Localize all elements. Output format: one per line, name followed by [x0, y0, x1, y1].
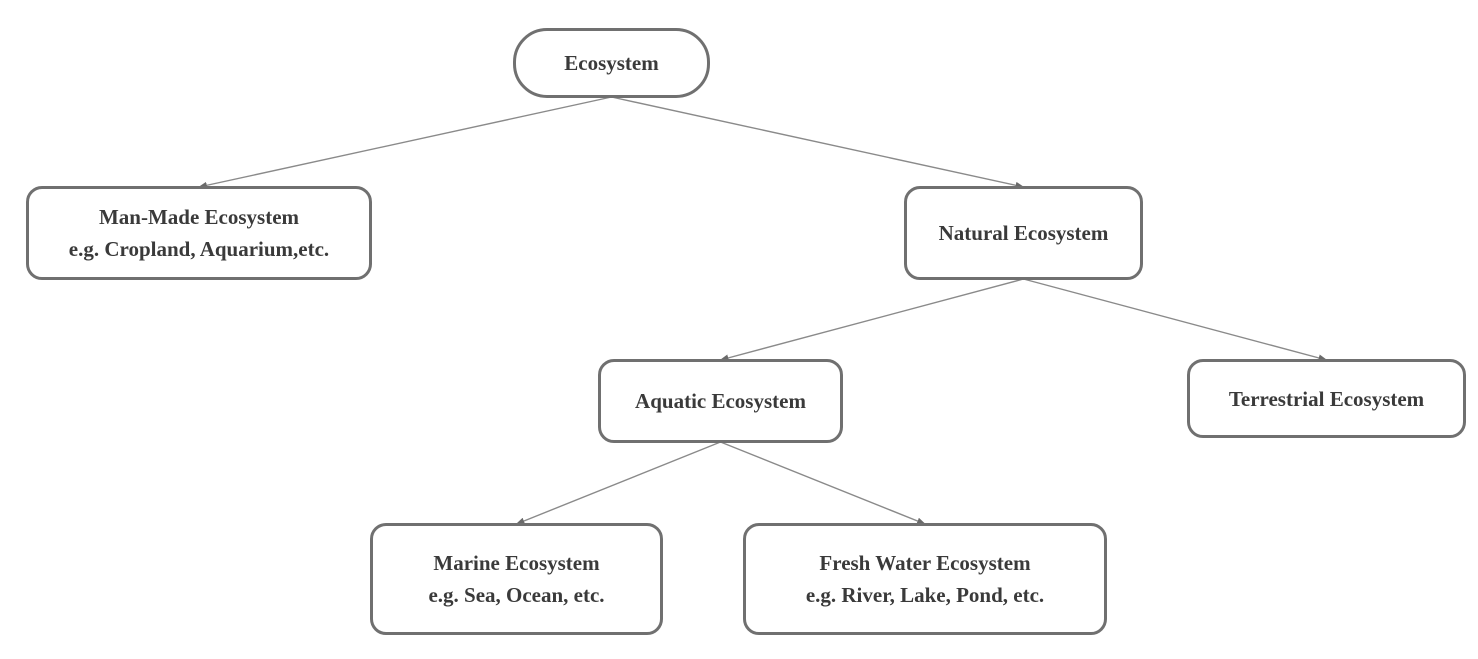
node-aquatic-ecosystem: Aquatic Ecosystem	[598, 359, 843, 443]
node-natural-ecosystem-label: Natural Ecosystem	[938, 221, 1109, 245]
node-natural-ecosystem: Natural Ecosystem	[904, 186, 1143, 280]
edge-natural-to-terrestrial	[1023, 278, 1328, 362]
node-man-made-ecosystem-label: Man-Made Ecosystem	[98, 205, 300, 229]
node-man-made-ecosystem-example: e.g. Cropland, Aquarium,etc.	[68, 237, 330, 261]
node-fresh-water-ecosystem: Fresh Water Ecosystem e.g. River, Lake, …	[743, 523, 1107, 635]
node-ecosystem-label: Ecosystem	[564, 51, 659, 75]
node-marine-ecosystem-label: Marine Ecosystem	[433, 551, 600, 575]
edge-aquatic-to-freshwater	[720, 441, 926, 525]
node-fresh-water-ecosystem-example: e.g. River, Lake, Pond, etc.	[805, 583, 1045, 607]
edge-root-to-manmade	[198, 96, 612, 189]
node-ecosystem: Ecosystem	[513, 28, 710, 98]
node-aquatic-ecosystem-label: Aquatic Ecosystem	[635, 389, 806, 413]
node-fresh-water-ecosystem-label: Fresh Water Ecosystem	[819, 551, 1031, 575]
node-terrestrial-ecosystem: Terrestrial Ecosystem	[1187, 359, 1466, 438]
edge-aquatic-to-marine	[515, 441, 721, 525]
edge-root-to-natural	[611, 96, 1025, 189]
edge-natural-to-aquatic	[719, 278, 1024, 362]
node-terrestrial-ecosystem-label: Terrestrial Ecosystem	[1228, 386, 1425, 411]
node-marine-ecosystem-example: e.g. Sea, Ocean, etc.	[428, 583, 605, 607]
node-man-made-ecosystem: Man-Made Ecosystem e.g. Cropland, Aquari…	[26, 186, 372, 280]
node-marine-ecosystem: Marine Ecosystem e.g. Sea, Ocean, etc.	[370, 523, 663, 635]
